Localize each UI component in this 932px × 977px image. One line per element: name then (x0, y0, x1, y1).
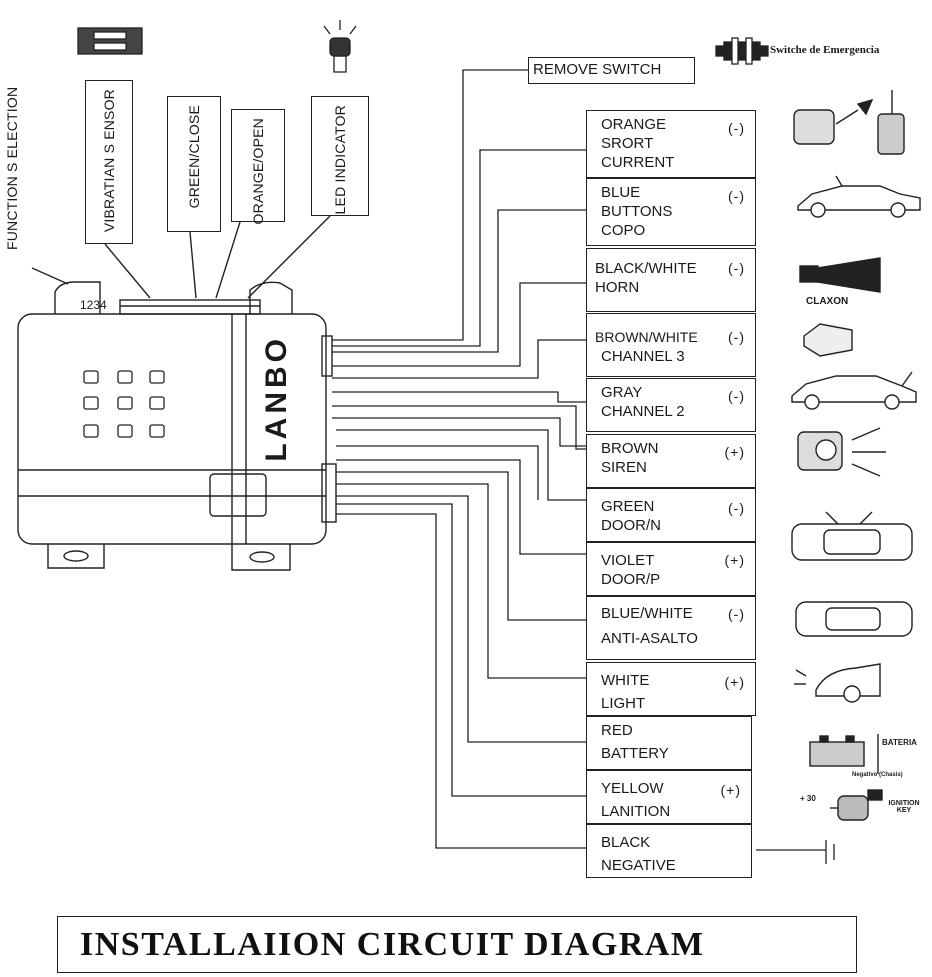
bateria-label: BATERIA (882, 738, 917, 747)
wire-box-red: RED BATTERY (586, 716, 752, 770)
wire-polarity: (-) (728, 329, 745, 345)
wire-function: NEGATIVE (601, 857, 676, 874)
wire-color: BLACK (601, 834, 651, 851)
wire-box-green: GREEN DOOR/N (-) (586, 488, 756, 542)
wire-color: YELLOW (601, 780, 664, 797)
orange-open-box: ORANGE/OPEN (231, 109, 285, 225)
module-indicator-pads (83, 370, 165, 438)
relay-coil-icon (793, 90, 905, 155)
module-brand: LANBO (260, 335, 293, 462)
wire-polarity: (-) (728, 188, 745, 204)
wire-box-black-white: BLACK/WHITE HORN (-) (586, 248, 756, 312)
wire-polarity: (-) (728, 500, 745, 516)
wire-box-violet: VIOLET DOOR/P (+) (586, 542, 756, 596)
wire-function: SRORT (601, 135, 654, 152)
wire-color: WHITE (601, 672, 650, 689)
car-headlight-icon (794, 663, 881, 703)
siren-icon (797, 427, 886, 477)
ignition-key-icon (830, 789, 883, 821)
wire-polarity: (+) (720, 782, 741, 798)
car-door-2-icon (795, 601, 913, 637)
wire-box-white: WHITE LIGHT (+) (586, 662, 756, 716)
horn-icon (799, 257, 881, 293)
wire-box-brown-white: BROWN/WHITE CHANNEL 3 (-) (586, 313, 756, 377)
wire-color: ORANGE (601, 116, 667, 133)
receiver-box-icon (803, 323, 853, 357)
wire-box-black: BLACK NEGATIVE (586, 824, 752, 878)
wire-polarity: (-) (728, 606, 745, 622)
wire-function: BUTTONS (601, 203, 673, 220)
vibration-sensor-label: VIBRATIAN S ENSOR (101, 89, 117, 233)
car-door-icon (791, 511, 913, 561)
claxon-label: CLAXON (806, 296, 849, 307)
wire-function-2: COPO (601, 222, 646, 239)
remove-switch-box: REMOVE SWITCH (528, 57, 695, 84)
wire-color: BROWN/WHITE (595, 329, 698, 345)
led-indicator-label: LED INDICATOR (332, 105, 348, 215)
wire-function: CHANNEL 2 (601, 403, 685, 420)
emergency-switch-label: Switche de Emergencia (770, 44, 880, 56)
wire-polarity: (+) (724, 444, 745, 460)
wire-color: BLACK/WHITE (595, 260, 697, 277)
emergency-switch-icon (715, 37, 769, 65)
negative-chassis-label: Negativo (Chasis) (852, 772, 903, 778)
function-pin-numbers: 1234 (80, 298, 107, 312)
green-close-label: GREEN/CLOSE (186, 105, 202, 209)
wire-polarity: (-) (728, 388, 745, 404)
wire-box-blue-white: BLUE/WHITE ANTI-ASALTO (-) (586, 596, 756, 660)
wire-polarity: (-) (728, 120, 745, 136)
diagram-title: INSTALLAIION CIRCUIT DIAGRAM (80, 926, 705, 963)
wire-box-gray: GRAY CHANNEL 2 (-) (586, 378, 756, 432)
wire-harness (332, 69, 835, 864)
wire-function: DOOR/P (601, 571, 661, 588)
green-close-box: GREEN/CLOSE (167, 96, 221, 232)
led-indicator-box: LED INDICATOR (311, 96, 369, 216)
car-hood-open-icon (797, 175, 921, 218)
wire-box-brown: BROWN SIREN (+) (586, 434, 756, 488)
vibration-sensor-icon (77, 27, 143, 55)
wire-function-2: CURRENT (601, 154, 675, 171)
battery-icon (809, 734, 879, 774)
wire-function: SIREN (601, 459, 647, 476)
title-box: INSTALLAIION CIRCUIT DIAGRAM (57, 916, 857, 973)
wire-color: BLUE (601, 184, 641, 201)
wire-function: LIGHT (601, 695, 646, 712)
wire-box-orange: ORANGE SRORT CURRENT (-) (586, 110, 756, 178)
wire-box-yellow: YELLOW LANITION (+) (586, 770, 752, 824)
wire-function: HORN (595, 279, 640, 296)
wire-color: RED (601, 722, 633, 739)
vibration-sensor-box: VIBRATIAN S ENSOR (85, 80, 133, 244)
wire-color: BROWN (601, 440, 659, 457)
wire-function: LANITION (601, 803, 671, 820)
wire-color: VIOLET (601, 552, 655, 569)
remove-switch-label: REMOVE SWITCH (533, 61, 662, 78)
orange-open-label: ORANGE/OPEN (250, 118, 266, 225)
wire-polarity: (+) (724, 674, 745, 690)
wire-color: GRAY (601, 384, 643, 401)
function-selection-label: FUNCTION S ELECTION (4, 86, 20, 250)
wire-polarity: (-) (728, 260, 745, 276)
wire-function: BATTERY (601, 745, 669, 762)
wire-function: ANTI-ASALTO (601, 630, 698, 647)
led-bulb-icon (323, 20, 357, 73)
wire-polarity: (+) (724, 552, 745, 568)
wire-function: CHANNEL 3 (601, 348, 685, 365)
ignition-key-label: IGNITION KEY (888, 800, 920, 814)
car-trunk-icon (791, 371, 917, 410)
wire-function: DOOR/N (601, 517, 661, 534)
plus-30-label: + 30 (800, 794, 816, 803)
wire-box-blue: BLUE BUTTONS COPO (-) (586, 178, 756, 246)
wire-color: GREEN (601, 498, 655, 515)
wire-color: BLUE/WHITE (601, 605, 693, 622)
